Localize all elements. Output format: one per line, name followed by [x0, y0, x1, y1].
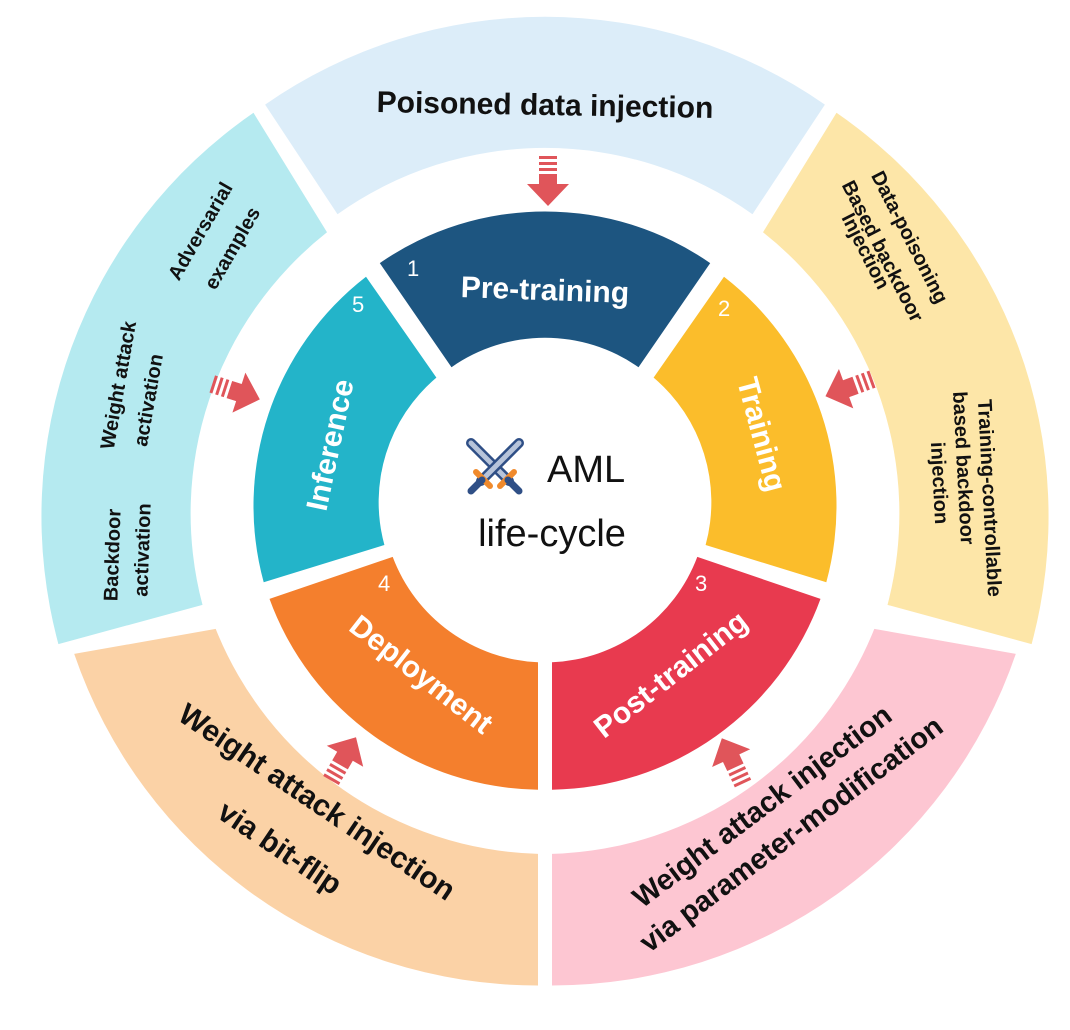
arrow-icon-to-training [825, 368, 876, 409]
stage-pretraining [379, 211, 711, 368]
label-poisoned-data: Poisoned data injection [376, 86, 713, 125]
arrow-icon-to-posttraining [712, 738, 752, 788]
label-activation-2: activation [130, 503, 155, 597]
label-injection-2: injection [926, 441, 952, 524]
stage-ring [253, 211, 837, 790]
outer-segment-training-attacks [763, 112, 1049, 645]
outer-ring [41, 16, 1049, 986]
arrow-icon-to-deployment [323, 737, 364, 786]
center-title-line1: AML [547, 449, 625, 491]
stage-number-pretraining: 1 [407, 256, 419, 281]
stage-number-training: 2 [718, 296, 730, 321]
stage-number-posttraining: 3 [695, 571, 707, 596]
outer-segment-poisoned-data [265, 16, 825, 215]
stage-label-pretraining: Pre-training [460, 271, 629, 310]
stage-inference [253, 276, 437, 583]
center-title-line2: life-cycle [478, 513, 626, 555]
outer-segment-inference-attacks [41, 112, 327, 645]
stage-number-inference: 5 [352, 292, 364, 317]
outer-segment-bit-flip [74, 628, 538, 986]
label-backdoor: Backdoor [100, 508, 125, 601]
outer-segment-param-modification [552, 628, 1016, 986]
stage-training [653, 276, 837, 583]
arrow-icons [209, 156, 876, 788]
arrow-icon-to-pretraining [527, 156, 569, 206]
arrow-icon-to-inference [209, 372, 260, 413]
crossed-swords-icon [466, 438, 524, 495]
stage-deployment [269, 556, 538, 790]
stage-posttraining [552, 556, 821, 790]
stage-number-deployment: 4 [378, 571, 390, 596]
